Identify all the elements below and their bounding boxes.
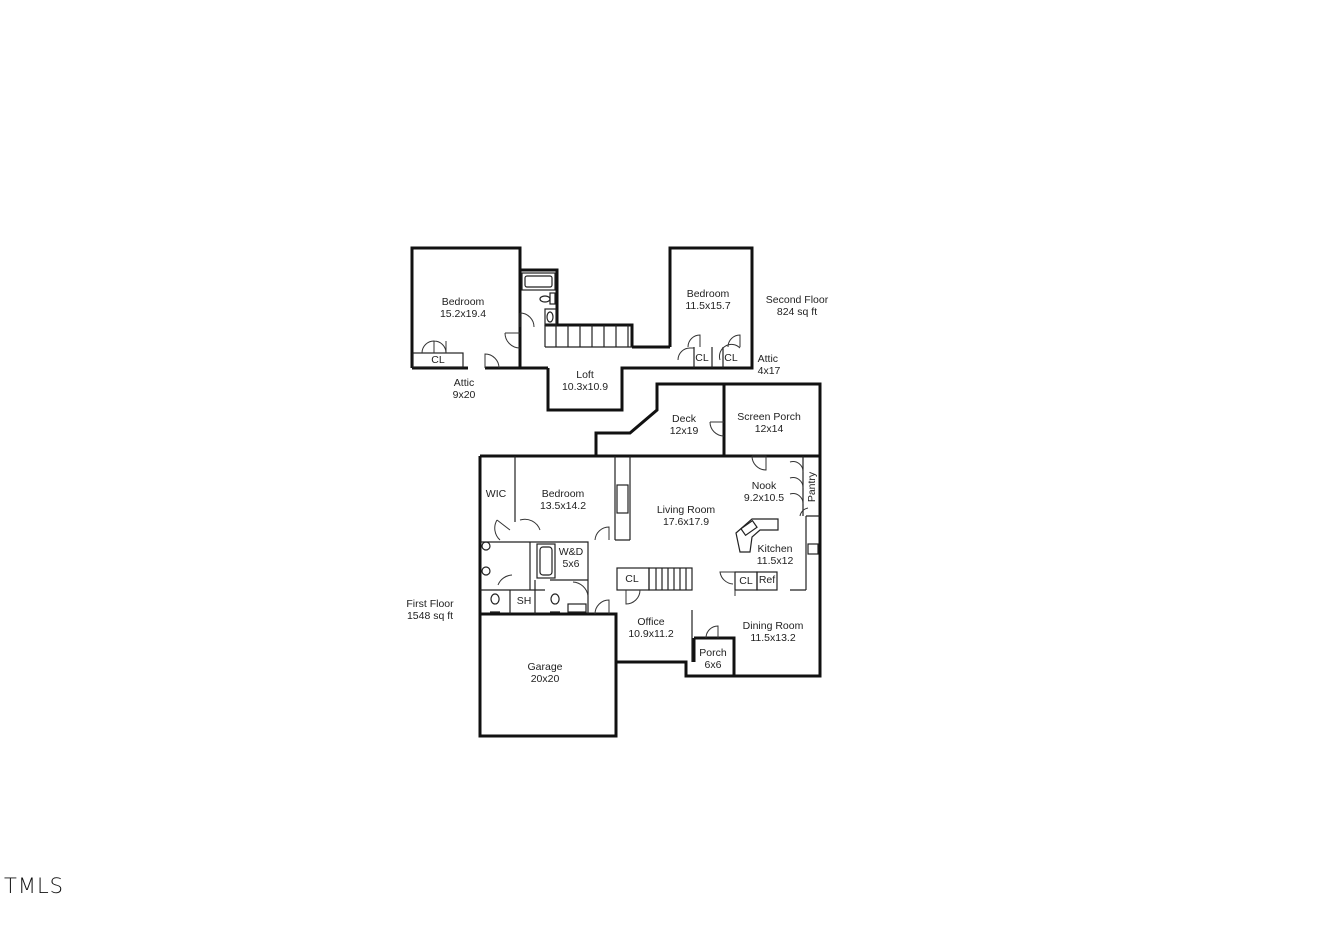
- floor-title: Second Floor: [765, 294, 829, 306]
- room-size: 10.3x10.9: [561, 381, 609, 393]
- room-size: 17.6x17.9: [662, 516, 710, 528]
- room-size: 9.2x10.5: [743, 492, 785, 504]
- first-floor-walls: [478, 382, 822, 738]
- room-name: Attic: [757, 353, 779, 365]
- room-attic-right: Attic 4x17: [758, 353, 781, 377]
- room-size: 12x14: [754, 423, 784, 435]
- room-size: 15.2x19.4: [439, 308, 487, 320]
- room-name: Attic: [453, 377, 475, 389]
- first-floor-details: [480, 421, 820, 662]
- room-washer-dryer: W&D 5x6: [559, 546, 584, 570]
- room-name: Bedroom: [686, 288, 730, 300]
- room-name: Screen Porch: [737, 411, 801, 423]
- closet-label: CL: [695, 352, 709, 364]
- room-size: 20x20: [530, 673, 560, 685]
- room-kitchen: Kitchen 11.5x12: [757, 543, 794, 567]
- room-size: 10.9x11.2: [628, 628, 674, 640]
- second-floor-walls: [410, 246, 754, 412]
- room-deck: Deck 12x19: [670, 413, 699, 437]
- room-size: 9x20: [452, 389, 476, 401]
- room-name: Loft: [576, 369, 594, 381]
- watermark-logo: TMLS: [4, 874, 64, 898]
- closet-label: CL: [724, 352, 738, 364]
- room-size: 4x17: [757, 365, 781, 377]
- room-garage: Garage 20x20: [527, 661, 562, 685]
- room-size: 13.5x14.2: [539, 500, 587, 512]
- room-dining-room: Dining Room 11.5x13.2: [743, 620, 804, 644]
- room-name: Nook: [751, 480, 777, 492]
- room-name: Bedroom: [541, 488, 585, 500]
- room-name: W&D: [558, 546, 584, 558]
- room-name: Kitchen: [757, 543, 793, 555]
- room-size: 11.5x13.2: [750, 632, 796, 644]
- room-name: Dining Room: [742, 620, 804, 632]
- room-screen-porch: Screen Porch 12x14: [737, 411, 801, 435]
- second-floor-summary: Second Floor 824 sq ft: [766, 294, 828, 318]
- room-size: 12x19: [669, 425, 699, 437]
- room-attic-left: Attic 9x20: [453, 377, 476, 401]
- room-name: Porch: [699, 647, 727, 659]
- room-size: 11.5x15.7: [685, 300, 731, 312]
- room-porch: Porch 6x6: [699, 647, 726, 671]
- closet-label-office: CL: [625, 573, 639, 585]
- first-floor-summary: First Floor 1548 sq ft: [406, 598, 453, 622]
- second-floor-details: [412, 272, 741, 369]
- closet-label-kitchen: CL: [739, 575, 753, 587]
- floor-title: First Floor: [406, 598, 454, 610]
- room-bedroom-first-floor: Bedroom 13.5x14.2: [540, 488, 586, 512]
- room-size: 5x6: [562, 558, 580, 570]
- room-name: Living Room: [656, 504, 716, 516]
- room-name: Garage: [527, 661, 563, 673]
- room-nook: Nook 9.2x10.5: [744, 480, 784, 504]
- refrigerator-label: Ref: [758, 574, 776, 586]
- room-office: Office 10.9x11.2: [628, 616, 673, 640]
- room-name: Office: [637, 616, 665, 628]
- room-bedroom-upper-left: Bedroom 15.2x19.4: [440, 296, 486, 320]
- room-size: 11.5x12: [756, 555, 794, 567]
- room-living-room: Living Room 17.6x17.9: [657, 504, 715, 528]
- room-size: 6x6: [704, 659, 722, 671]
- floor-area: 824 sq ft: [776, 306, 818, 318]
- floor-area: 1548 sq ft: [406, 610, 454, 622]
- room-name: Deck: [672, 413, 696, 425]
- room-bedroom-upper-right: Bedroom 11.5x15.7: [685, 288, 730, 312]
- room-name: Bedroom: [441, 296, 485, 308]
- closet-label: CL: [431, 354, 445, 366]
- pantry-label: Pantry: [806, 471, 818, 503]
- walk-in-closet-label: WIC: [485, 488, 507, 500]
- shower-label: SH: [516, 595, 532, 607]
- room-loft: Loft 10.3x10.9: [562, 369, 608, 393]
